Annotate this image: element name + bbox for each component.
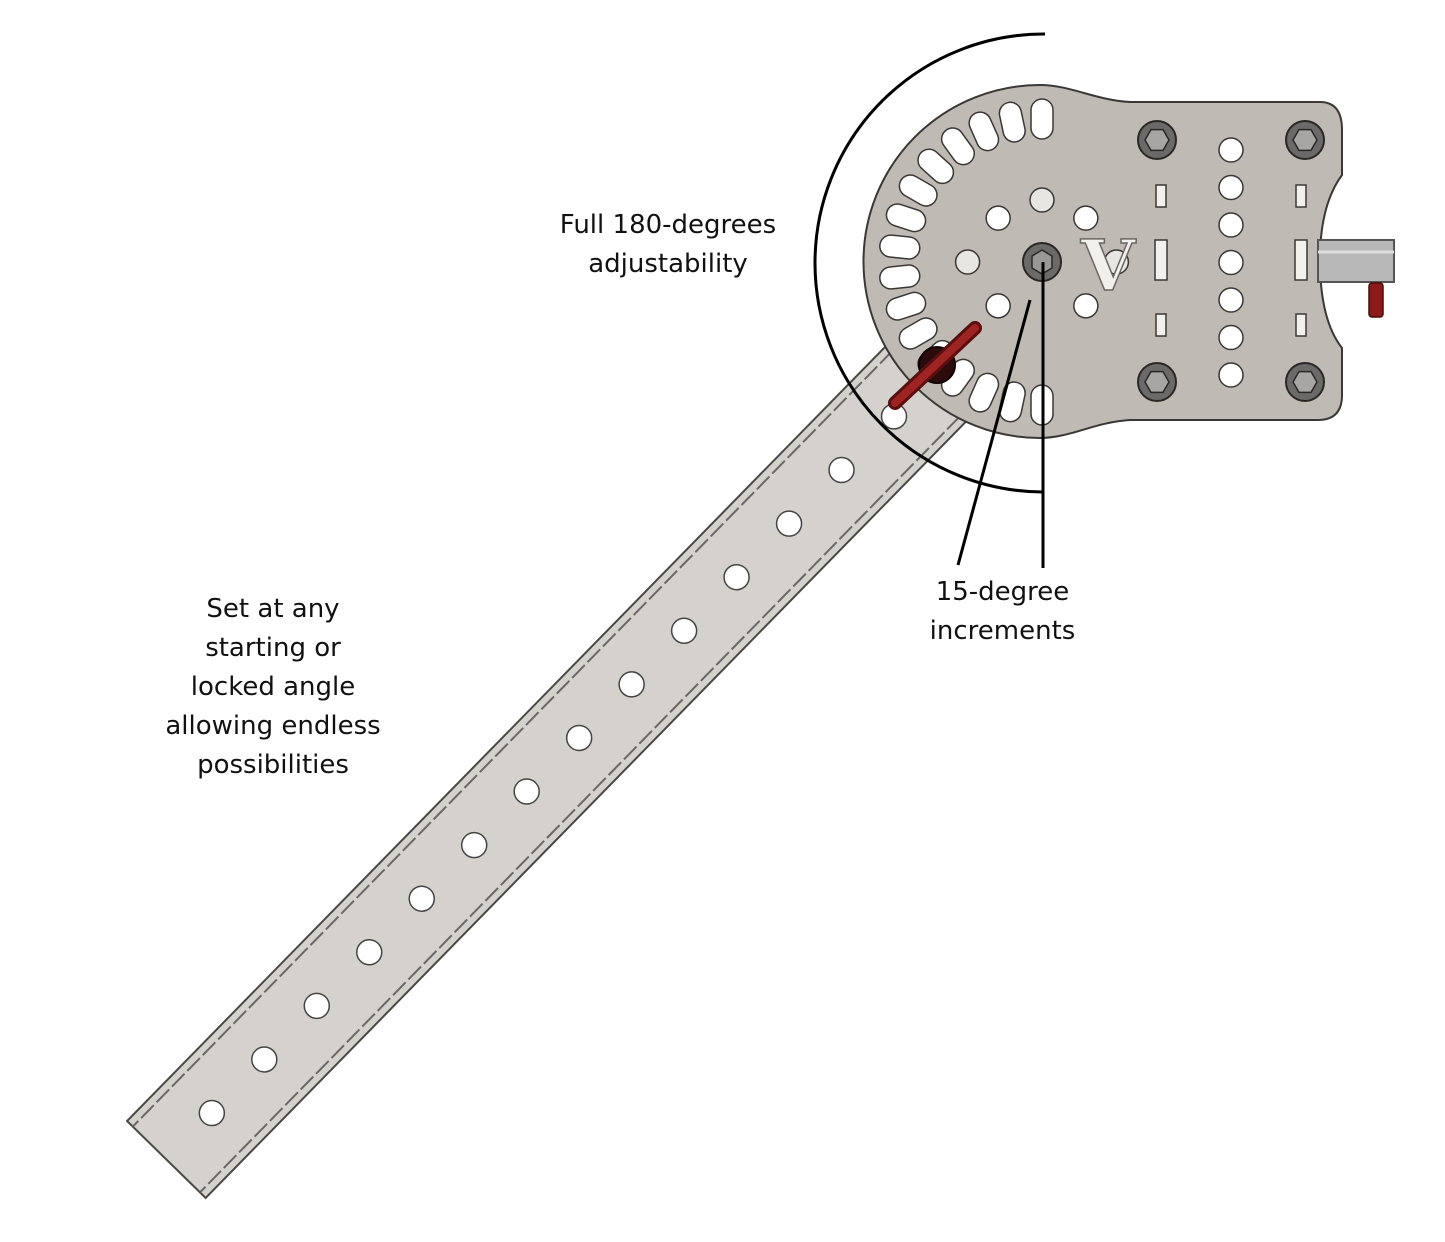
bar-hole (565, 724, 593, 752)
column-hole (1218, 287, 1244, 313)
rivet-slot (1155, 313, 1167, 337)
bar-hole (880, 403, 908, 430)
inner-hole (1073, 293, 1099, 319)
bar-hole (775, 510, 803, 537)
rivet-slot (1295, 184, 1307, 208)
bar-hole (828, 456, 855, 484)
rivet-slot (1295, 313, 1307, 337)
adjustability-label: Full 180-degrees adjustability (548, 206, 788, 284)
inner-hole (985, 205, 1011, 231)
radial-slot (898, 317, 938, 350)
column-hole (1218, 137, 1244, 163)
bar-hole (251, 1046, 278, 1073)
bar-hole (460, 831, 488, 859)
radial-slot (998, 101, 1026, 143)
mounting-plate (862, 83, 1343, 440)
radial-slot (879, 234, 921, 260)
radial-slot (885, 203, 927, 233)
rivet-slot (1154, 239, 1168, 281)
radial-slot (879, 264, 921, 290)
increments-line-1: 15-degree (935, 577, 1070, 607)
bolt-hex (1144, 128, 1170, 152)
angle-line-1: Set at any (206, 594, 340, 624)
corner-bolt (1285, 120, 1325, 160)
bar-hole (303, 992, 331, 1020)
inner-holes (954, 187, 1130, 319)
shaft-pin (1368, 282, 1384, 318)
inner-hole (1029, 187, 1055, 213)
radial-slot (968, 372, 1000, 413)
angle-line-5: possibilities (197, 750, 349, 780)
column-hole (1218, 174, 1244, 201)
increments-line-2: increments (929, 616, 1076, 646)
angle-line-3: locked angle (190, 672, 356, 702)
radial-slot (940, 127, 975, 166)
bar-hole (723, 563, 750, 591)
bolt-hex (1292, 370, 1318, 394)
hole-column (1218, 137, 1244, 388)
bolt-hex (1292, 128, 1318, 152)
corner-bolt (1137, 362, 1177, 402)
bar-hole (408, 885, 435, 912)
angle-line-4: allowing endless (165, 711, 381, 741)
locking-pin[interactable] (888, 321, 982, 410)
bar-hole (356, 939, 383, 966)
corner-bolt (1285, 362, 1325, 402)
column-hole (1218, 212, 1244, 238)
radial-slot (968, 111, 1000, 152)
bar-edge-bottom (132, 318, 925, 1128)
radial-slot (1030, 98, 1054, 140)
bar-hole (618, 671, 645, 698)
radial-slot (885, 291, 927, 321)
column-hole (1218, 362, 1244, 388)
corner-bolt (1137, 120, 1177, 160)
angle-label: Set at any starting or locked angle allo… (140, 590, 406, 785)
bar-hole (513, 778, 540, 805)
side-shaft (1317, 239, 1395, 318)
inner-hole (954, 249, 981, 275)
angle-line-2: starting or (205, 633, 341, 663)
radial-slot (917, 148, 955, 185)
column-hole (1218, 249, 1244, 276)
rivet-slot (1294, 239, 1308, 281)
increments-leader-2 (956, 299, 1032, 566)
adjustability-line-2: adjustability (588, 249, 748, 279)
rivet-slots (1154, 184, 1308, 337)
column-hole (1218, 324, 1244, 351)
radial-slot (898, 174, 938, 207)
plate-logo: V (1080, 224, 1137, 307)
inner-hole (1103, 249, 1130, 275)
increments-label: 15-degree increments (900, 573, 1105, 651)
inner-hole (1073, 205, 1099, 231)
adjustability-arc (813, 32, 1046, 494)
adjustability-line-1: Full 180-degrees (559, 210, 777, 240)
bar-hole (198, 1099, 226, 1127)
inner-hole (985, 293, 1011, 319)
corner-bolts (1137, 120, 1325, 402)
bar-hole (670, 617, 698, 645)
rivet-slot (1155, 184, 1167, 208)
bolt-hex (1144, 370, 1170, 394)
bar-edge-top (199, 384, 992, 1194)
